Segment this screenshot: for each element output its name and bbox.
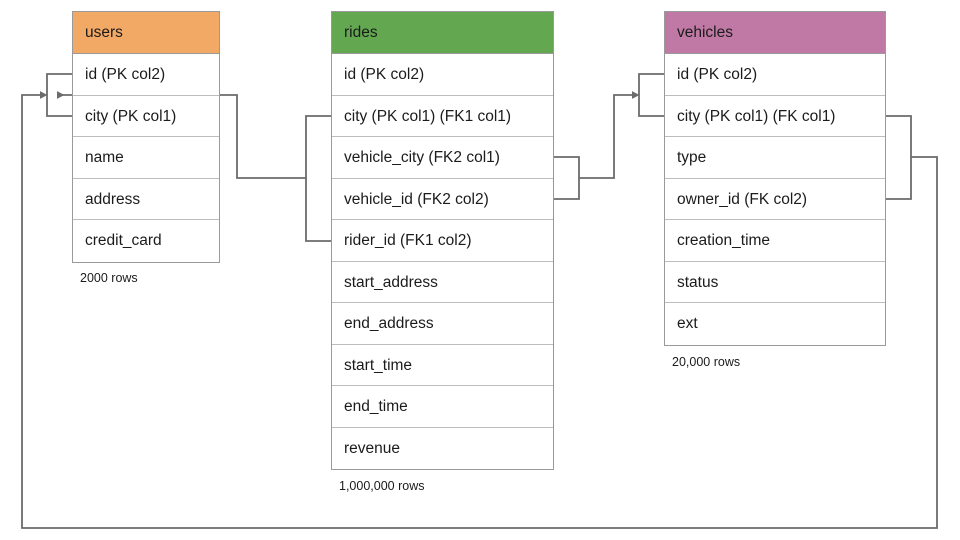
field-users-name[interactable]: name bbox=[73, 137, 219, 179]
field-vehicles-ext[interactable]: ext bbox=[665, 303, 885, 345]
entity-vehicles[interactable]: vehicles id (PK col2) city (PK col1) (FK… bbox=[664, 11, 886, 346]
field-rides-start-address[interactable]: start_address bbox=[332, 261, 553, 303]
field-rides-city[interactable]: city (PK col1) (FK1 col1) bbox=[332, 95, 553, 137]
field-rides-rider-id[interactable]: rider_id (FK1 col2) bbox=[332, 220, 553, 262]
field-vehicles-status[interactable]: status bbox=[665, 261, 885, 303]
vehicles-pk-bracket bbox=[638, 73, 664, 117]
row-count-rides: 1,000,000 rows bbox=[339, 479, 425, 493]
entity-vehicles-header: vehicles bbox=[665, 12, 885, 54]
field-rides-id[interactable]: id (PK col2) bbox=[332, 54, 553, 96]
field-users-credit-card[interactable]: credit_card bbox=[73, 220, 219, 262]
users-pk-bracket bbox=[46, 73, 72, 117]
field-vehicles-creation-time[interactable]: creation_time bbox=[665, 220, 885, 262]
field-rides-vehicle-city[interactable]: vehicle_city (FK2 col1) bbox=[332, 137, 553, 179]
entity-rides[interactable]: rides id (PK col2) city (PK col1) (FK1 c… bbox=[331, 11, 554, 470]
rides-fk2-bracket bbox=[554, 156, 580, 200]
field-rides-start-time[interactable]: start_time bbox=[332, 344, 553, 386]
vehicles-fk-bracket bbox=[886, 115, 912, 200]
rides-fk2-to-vehicles-line bbox=[579, 91, 640, 179]
field-users-id[interactable]: id (PK col2) bbox=[73, 54, 219, 96]
row-count-users: 2000 rows bbox=[80, 271, 138, 285]
field-vehicles-owner-id[interactable]: owner_id (FK col2) bbox=[665, 178, 885, 220]
entity-rides-header: rides bbox=[332, 12, 553, 54]
field-rides-end-time[interactable]: end_time bbox=[332, 386, 553, 428]
field-vehicles-type[interactable]: type bbox=[665, 137, 885, 179]
entity-users[interactable]: users id (PK col2) city (PK col1) name a… bbox=[72, 11, 220, 263]
field-users-address[interactable]: address bbox=[73, 178, 219, 220]
field-vehicles-id[interactable]: id (PK col2) bbox=[665, 54, 885, 96]
rides-fk1-bracket bbox=[305, 115, 331, 242]
field-rides-vehicle-id[interactable]: vehicle_id (FK2 col2) bbox=[332, 178, 553, 220]
field-rides-end-address[interactable]: end_address bbox=[332, 303, 553, 345]
field-vehicles-city[interactable]: city (PK col1) (FK col1) bbox=[665, 95, 885, 137]
field-rides-revenue[interactable]: revenue bbox=[332, 427, 553, 469]
field-users-city[interactable]: city (PK col1) bbox=[73, 95, 219, 137]
row-count-vehicles: 20,000 rows bbox=[672, 355, 741, 369]
entity-users-header: users bbox=[73, 12, 219, 54]
